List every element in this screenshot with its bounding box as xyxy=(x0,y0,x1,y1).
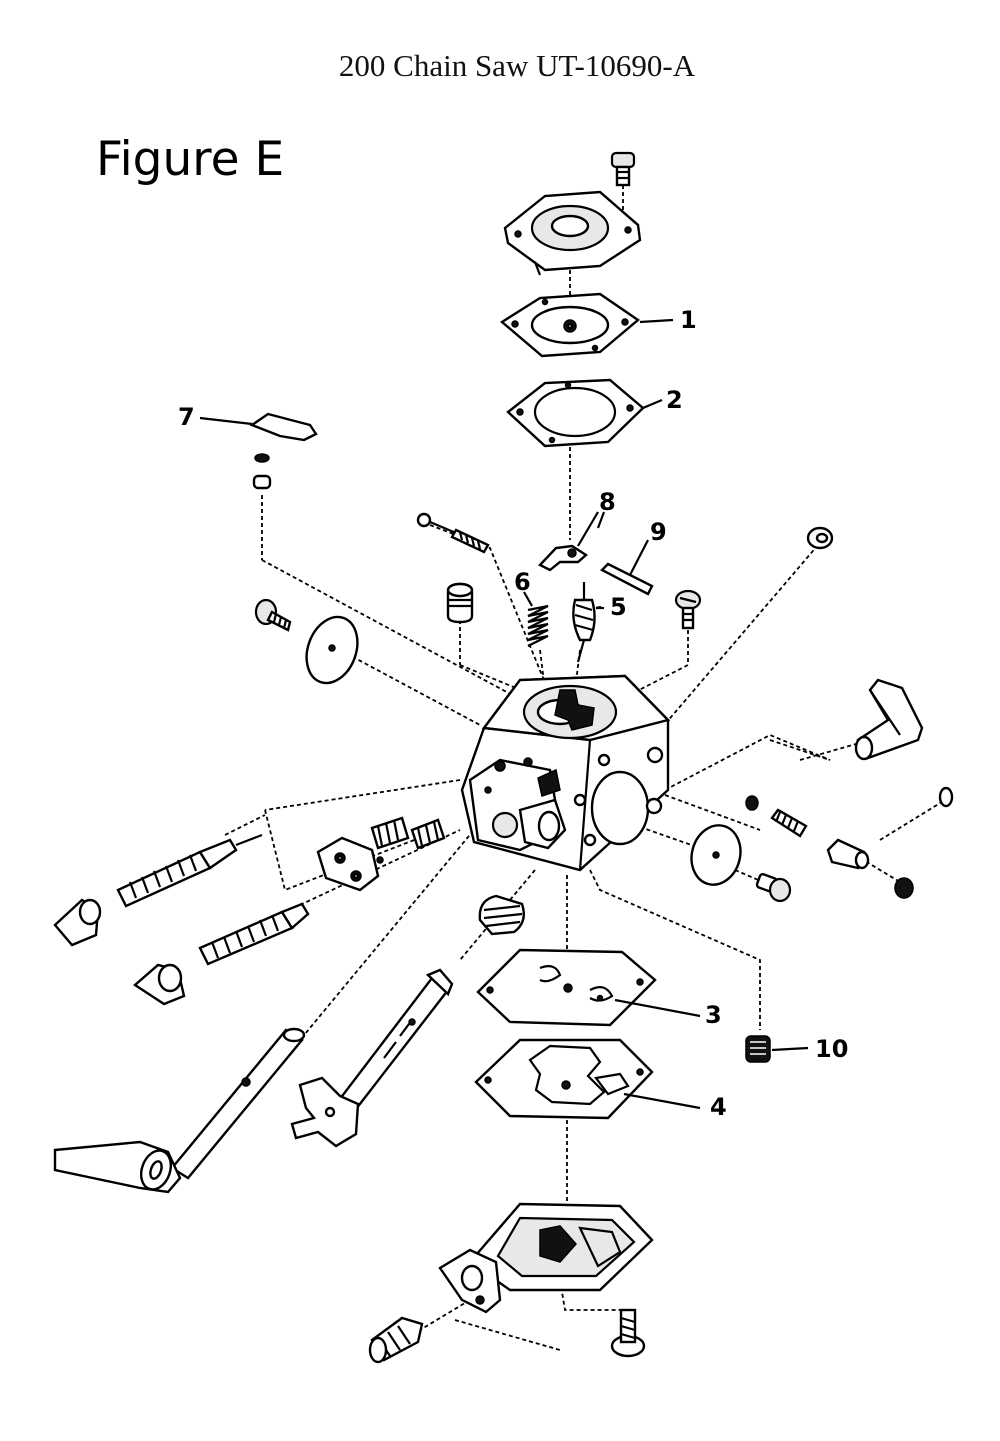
choke-shaft xyxy=(290,968,454,1148)
idle-speed-screw xyxy=(368,1316,424,1364)
throttle-shaft xyxy=(53,1027,306,1194)
callout-leaders xyxy=(595,511,606,610)
callout-9: 9 xyxy=(650,518,667,546)
callout-5: 5 xyxy=(610,593,627,621)
pump-cover xyxy=(503,190,642,276)
throttle-plate xyxy=(305,615,359,685)
pump-gasket-part-2 xyxy=(506,378,663,448)
plug-part-10 xyxy=(745,1035,809,1063)
callout-4: 4 xyxy=(710,1093,727,1121)
side-plate-right xyxy=(690,824,792,903)
needle-springs xyxy=(370,816,446,864)
fuel-line-elbow xyxy=(854,678,924,761)
right-side-fittings xyxy=(745,786,954,899)
metering-gasket-part-4 xyxy=(474,1038,701,1120)
throttle-return-spring xyxy=(478,894,525,936)
inlet-control-lever-part-8 xyxy=(538,511,599,572)
lever-screw xyxy=(674,589,702,630)
top-cover-screw xyxy=(610,151,636,228)
o-ring-top-right xyxy=(806,526,834,550)
metering-cover xyxy=(438,1202,654,1314)
lever-pin-part-9 xyxy=(599,539,654,596)
callout-2: 2 xyxy=(666,386,683,414)
callout-10: 10 xyxy=(815,1035,848,1063)
cover-screw xyxy=(610,1308,646,1358)
callout-6: 6 xyxy=(514,568,531,596)
callout-1: 1 xyxy=(680,306,697,334)
low-speed-needle xyxy=(133,902,310,1006)
lever-part-7 xyxy=(199,412,318,490)
fuel-inlet-cap xyxy=(446,582,474,624)
document-title: 200 Chain Saw UT-10690-A xyxy=(338,48,696,83)
callout-7: 7 xyxy=(178,403,195,431)
carburetor-body xyxy=(460,674,671,872)
pump-diaphragm-part-1 xyxy=(499,292,674,358)
callout-8: 8 xyxy=(599,488,616,516)
metering-diaphragm-part-3 xyxy=(476,948,701,1027)
needle-adjuster-block xyxy=(316,836,380,892)
figure-label: Figure E xyxy=(96,132,285,187)
needle-spring-assembly xyxy=(416,512,490,554)
throttle-plate-screw xyxy=(254,598,292,632)
callout-3: 3 xyxy=(705,1001,722,1029)
high-speed-needle xyxy=(53,833,263,947)
metering-spring-part-6 xyxy=(523,591,549,647)
inlet-needle-part-5 xyxy=(572,582,604,663)
